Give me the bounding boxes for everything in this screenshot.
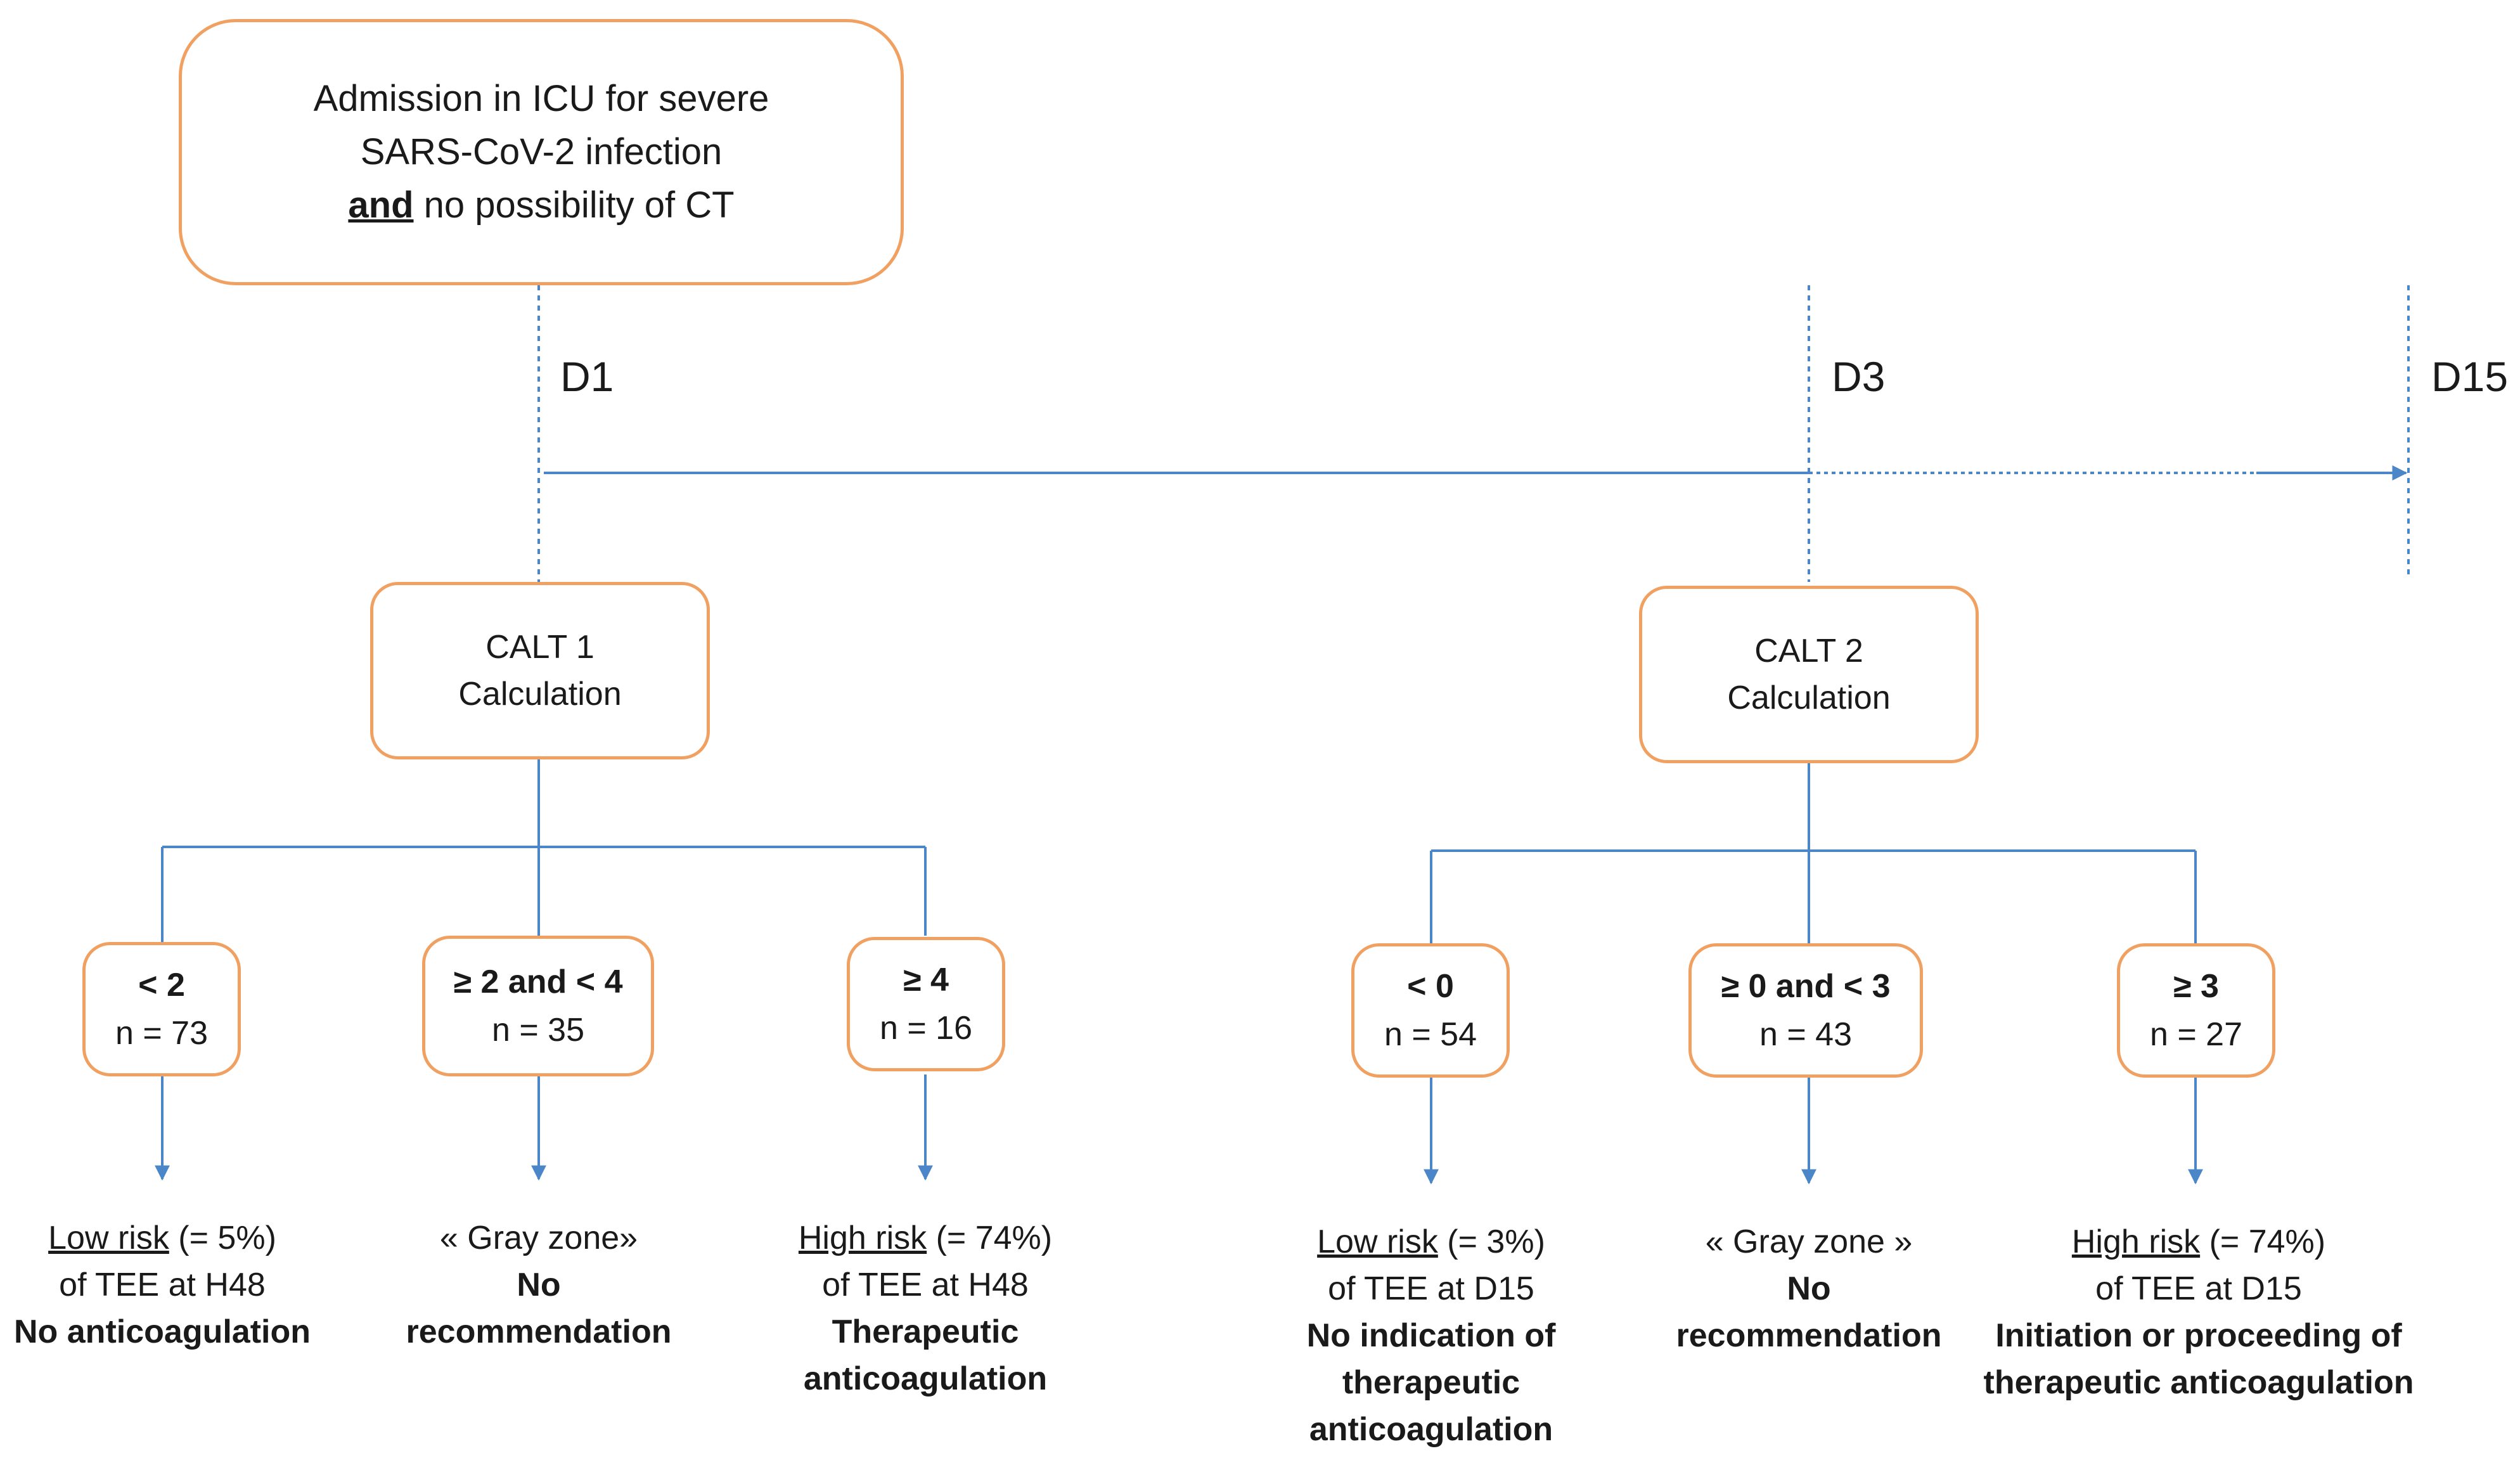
calt2-group-3-count: n = 27 [2149,1016,2243,1053]
calt1-outcome-3-risk-value: (= 74%) [927,1220,1053,1256]
calt2-outcome-1-decision: No indication of therapeutic anticoagula… [1306,1317,1556,1448]
calt1-group-3-box: ≥ 4 n = 16 [847,937,1005,1071]
calt1-group-2-count: n = 35 [491,1012,585,1048]
day-label-d15: D15 [2431,353,2509,400]
calt1-group-3-threshold: ≥ 4 [903,962,949,998]
calt2-group-2-box: ≥ 0 and < 3 n = 43 [1688,943,1923,1078]
calt2-outcome-1: Low risk (= 3%) of TEE at D15 No indicat… [1285,1218,1577,1453]
calt1-outcome-1-decision: No anticoagulation [14,1313,311,1350]
calt1-outcome-3: High risk (= 74%) of TEE at H48 Therapeu… [761,1215,1090,1402]
calt2-outcome-1-risk-value: (= 3%) [1437,1223,1545,1260]
calt2-group-2-count: n = 43 [1759,1016,1853,1053]
calt2-group-3-box: ≥ 3 n = 27 [2117,943,2275,1078]
calt2-outcome-3-risk: High risk [2071,1223,2201,1260]
admission-and: and [348,184,414,226]
calt2-outcome-1-detail: of TEE at D15 [1328,1270,1534,1307]
calt1-subtitle: Calculation [458,676,622,713]
calt1-outcome-2-decision: No recommendation [406,1267,672,1350]
calt2-group-1-count: n = 54 [1384,1016,1477,1053]
admission-line-3: and no possibility of CT [348,179,734,232]
admission-box: Admission in ICU for severe SARS-CoV-2 i… [179,19,904,285]
calt1-outcome-1-risk-value: (= 5%) [169,1220,276,1256]
calt1-outcome-3-detail: of TEE at H48 [822,1267,1029,1303]
calt2-group-3-threshold: ≥ 3 [2173,968,2219,1005]
calt2-outcome-3-risk-value: (= 74%) [2200,1223,2326,1260]
calt1-title: CALT 1 [485,629,595,666]
calt2-subtitle: Calculation [1727,680,1891,716]
calt2-outcome-2-decision: No recommendation [1676,1270,1942,1354]
calt2-group-1-box: < 0 n = 54 [1351,943,1510,1078]
calt2-outcome-2: « Gray zone » No recommendation [1663,1218,1955,1359]
calt2-outcome-1-risk: Low risk [1317,1223,1438,1260]
calt1-group-1-count: n = 73 [115,1015,209,1052]
calt2-title: CALT 2 [1754,633,1863,669]
day-label-d3: D3 [1832,353,1886,400]
calt1-outcome-1: Low risk (= 5%) of TEE at H48 No anticoa… [4,1215,321,1355]
calt2-outcome-2-risk: « Gray zone » [1705,1223,1913,1260]
calt2-outcome-3-detail: of TEE at D15 [2095,1270,2302,1307]
calt1-outcome-1-detail: of TEE at H48 [59,1267,266,1303]
calt1-box: CALT 1 Calculation [370,582,710,759]
calt1-group-2-box: ≥ 2 and < 4 n = 35 [422,936,654,1076]
day-label-d1: D1 [560,353,614,400]
calt2-box: CALT 2 Calculation [1639,586,1979,763]
calt1-outcome-1-risk: Low risk [48,1220,169,1256]
calt1-group-1-box: < 2 n = 73 [82,942,241,1076]
calt1-outcome-3-risk: High risk [798,1220,927,1256]
calt1-outcome-3-decision: Therapeutic anticoagulation [803,1313,1048,1397]
calt2-outcome-3: High risk (= 74%) of TEE at D15 Initiati… [1980,1218,2417,1406]
calt1-outcome-2-risk: « Gray zone» [439,1220,638,1256]
calt1-group-1-threshold: < 2 [138,967,185,1003]
calt1-group-2-threshold: ≥ 2 and < 4 [453,964,623,1000]
calt2-group-2-threshold: ≥ 0 and < 3 [1721,968,1891,1005]
admission-line-1: Admission in ICU for severe [313,78,769,119]
calt2-group-1-threshold: < 0 [1407,968,1454,1005]
admission-line-2: SARS-CoV-2 infection [360,131,723,172]
calt1-outcome-2: « Gray zone» No recommendation [393,1215,685,1355]
calt2-outcome-3-decision: Initiation or proceeding of therapeutic … [1983,1317,2414,1401]
calt1-group-3-count: n = 16 [879,1010,973,1047]
admission-line-3-rest: no possibility of CT [413,184,735,226]
